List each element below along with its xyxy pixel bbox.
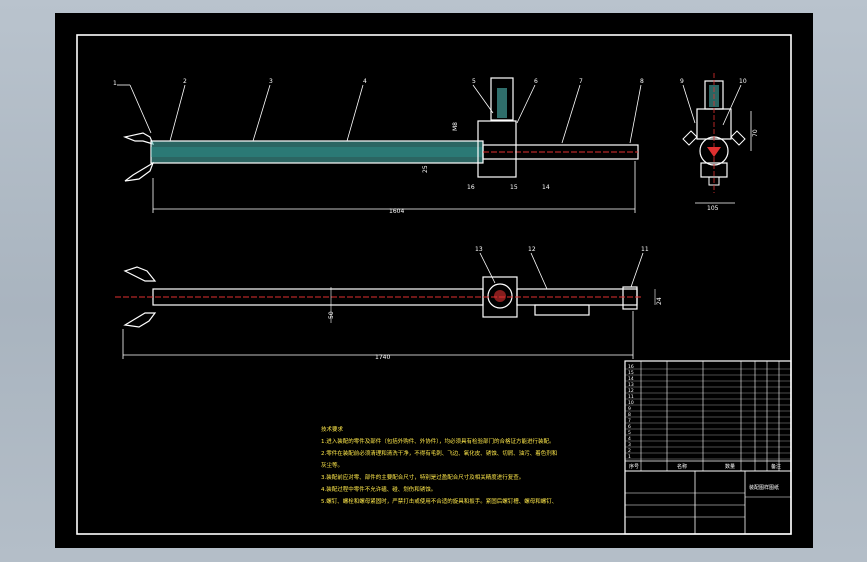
bom-row-seq: 11 <box>628 394 634 400</box>
bom-row-seq: 14 <box>628 376 634 382</box>
label-2: 2 <box>183 78 187 85</box>
label-6: 6 <box>534 78 538 85</box>
label-13: 13 <box>475 246 483 253</box>
section-view <box>117 77 642 213</box>
label-1: 1 <box>113 80 117 87</box>
label-12: 12 <box>528 246 536 253</box>
label-7: 7 <box>579 78 583 85</box>
label-9: 9 <box>680 78 684 85</box>
label-14: 14 <box>542 184 550 191</box>
bom-header-name: 名称 <box>677 463 687 470</box>
bom-row-seq: 5 <box>628 430 631 436</box>
bom-row-seq: 4 <box>628 436 631 442</box>
dim-overall-top: 1604 <box>389 208 404 215</box>
fork-upper <box>122 132 155 145</box>
bom-header-note: 备注 <box>771 463 781 470</box>
bom-row-seq: 10 <box>628 400 634 406</box>
bom-row-seq: 13 <box>628 382 634 388</box>
label-15: 15 <box>510 184 518 191</box>
bom-header-seq: 序号 <box>629 463 639 470</box>
screw-housing <box>490 77 514 121</box>
bom-row-seq: 3 <box>628 442 631 448</box>
tech-req-line-6: 5.螺钉、螺栓和螺母紧固时，严禁打击或使用不合适的旋具和扳手。紧固后螺钉槽、螺母… <box>321 497 557 505</box>
bom-row-seq: 9 <box>628 406 631 412</box>
bom-row-seq: 6 <box>628 424 631 430</box>
bom-row-seq: 2 <box>628 448 631 454</box>
dim-small-b: 25 <box>422 165 429 173</box>
label-11: 11 <box>641 246 649 253</box>
dim-side-height: 70 <box>752 129 759 137</box>
inner-frame <box>76 34 792 535</box>
tech-req-title: 技术要求 <box>321 425 344 433</box>
label-8: 8 <box>640 78 644 85</box>
bom-row-seq: 12 <box>628 388 634 394</box>
bom-row-seq: 7 <box>628 418 631 424</box>
bom-row-seq: 1 <box>628 454 631 460</box>
clamp-block <box>477 120 517 178</box>
dim-side-width: 105 <box>707 205 719 212</box>
tech-req-line-2: 2.零件在装配前必须清理和清洗干净，不得有毛刺、飞边、氧化皮、锈蚀、切屑、油污、… <box>321 449 557 457</box>
label-3: 3 <box>269 78 273 85</box>
dim-plan-mid: 50 <box>328 311 335 319</box>
label-16: 16 <box>467 184 475 191</box>
tech-requirements: 技术要求 1.进入装配的零件及部件（包括外购件、外协件），均必须具有检验部门的合… <box>321 425 557 505</box>
label-4: 4 <box>363 78 367 85</box>
tech-req-line-1: 1.进入装配的零件及部件（包括外购件、外协件），均必须具有检验部门的合格证方能进… <box>321 437 555 445</box>
bom-row-seq: 15 <box>628 370 634 376</box>
drawing-sheet: 1 2 3 4 5 6 7 8 9 10 16 15 14 1604 M8 25 <box>55 13 813 548</box>
tech-req-line-5: 4.装配过程中零件不允许磕、碰、划伤和锈蚀。 <box>321 485 436 493</box>
dim-small-a: M8 <box>452 122 459 131</box>
bom-row-seq: 16 <box>628 364 634 370</box>
drawing-canvas: 1 2 3 4 5 6 7 8 9 10 16 15 14 1604 M8 25 <box>76 34 792 535</box>
tech-req-line-4: 3.装配前应对零、部件的主要配合尺寸，特别是过盈配合尺寸及相关精度进行复查。 <box>321 473 524 481</box>
dim-overall-plan: 1740 <box>375 354 390 361</box>
bom-header-qty: 数量 <box>725 463 735 470</box>
tech-req-line-3: 灰尘等。 <box>321 461 343 469</box>
label-10: 10 <box>739 78 747 85</box>
side-view <box>682 73 752 204</box>
fork-lower <box>124 161 155 182</box>
bom-row-seq: 8 <box>628 412 631 418</box>
label-5: 5 <box>472 78 476 85</box>
drawing-title: 装配图样图纸 <box>749 484 779 491</box>
dim-plan-side: 24 <box>656 297 663 305</box>
plan-view <box>115 252 656 359</box>
